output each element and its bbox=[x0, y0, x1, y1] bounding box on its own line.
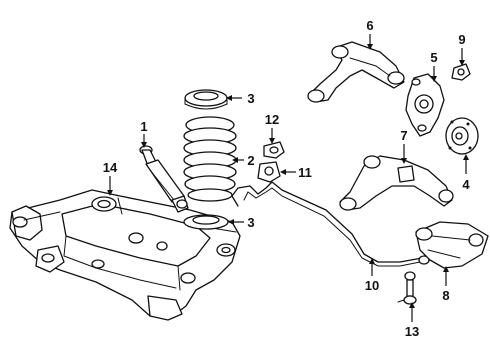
callout-1: 1 bbox=[140, 119, 147, 134]
stabilizer-link-part bbox=[397, 271, 417, 305]
callout-10: 10 bbox=[365, 278, 379, 293]
callout-6: 6 bbox=[366, 18, 373, 33]
callout-labels: 1 2 3 3 4 5 6 7 8 9 10 11 12 13 14 bbox=[103, 18, 471, 339]
callout-9: 9 bbox=[458, 32, 465, 47]
callout-12: 12 bbox=[265, 112, 279, 127]
shock-absorber-part bbox=[139, 145, 189, 213]
callout-2: 2 bbox=[247, 153, 254, 168]
control-arm-bushing-part bbox=[451, 63, 471, 81]
callout-8: 8 bbox=[442, 288, 449, 303]
coil-spring-part bbox=[183, 116, 237, 202]
leader-lines bbox=[107, 34, 469, 322]
callout-4: 4 bbox=[462, 177, 470, 192]
lower-control-arm-part bbox=[339, 155, 454, 211]
lower-link-arm-part bbox=[415, 221, 489, 269]
callout-11: 11 bbox=[298, 165, 312, 180]
stabilizer-bracket-part bbox=[263, 141, 285, 159]
callout-7: 7 bbox=[400, 128, 407, 143]
upper-spring-insulator-part bbox=[184, 89, 228, 110]
callout-3-upper: 3 bbox=[247, 91, 254, 106]
wheel-hub-part bbox=[445, 117, 479, 155]
upper-control-arm-part bbox=[307, 41, 405, 103]
lower-spring-insulator-part bbox=[183, 214, 229, 230]
callout-5: 5 bbox=[430, 50, 437, 65]
knuckle-part bbox=[405, 73, 445, 137]
callout-13: 13 bbox=[405, 324, 419, 339]
rear-subframe-part bbox=[9, 189, 241, 321]
callout-3-lower: 3 bbox=[247, 215, 254, 230]
stabilizer-bushing-part bbox=[257, 161, 281, 183]
callout-14: 14 bbox=[103, 160, 118, 175]
stabilizer-bar-part bbox=[231, 181, 430, 267]
